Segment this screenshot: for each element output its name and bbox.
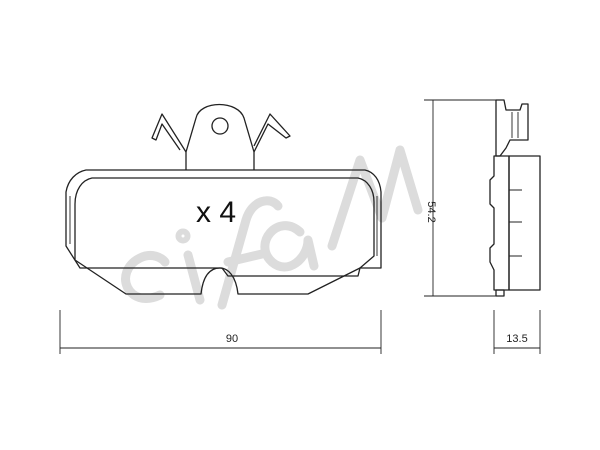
dimension-height: 54.2 bbox=[424, 99, 496, 297]
spring-clip bbox=[151, 104, 291, 153]
dimension-width-label: 90 bbox=[226, 333, 238, 345]
friction-material bbox=[74, 177, 375, 295]
clip-hole bbox=[211, 117, 229, 135]
quantity-label: x 4 bbox=[196, 196, 236, 229]
dimension-thickness: 13.5 bbox=[493, 310, 541, 354]
side-friction-block bbox=[508, 155, 541, 291]
pad-front-view bbox=[65, 104, 382, 295]
watermark-logo bbox=[121, 145, 423, 310]
dimension-thickness-label: 13.5 bbox=[506, 333, 527, 345]
dimension-height-label: 54.2 bbox=[425, 201, 437, 222]
dimension-width: 90 bbox=[59, 310, 382, 354]
pad-side-view bbox=[489, 99, 541, 297]
